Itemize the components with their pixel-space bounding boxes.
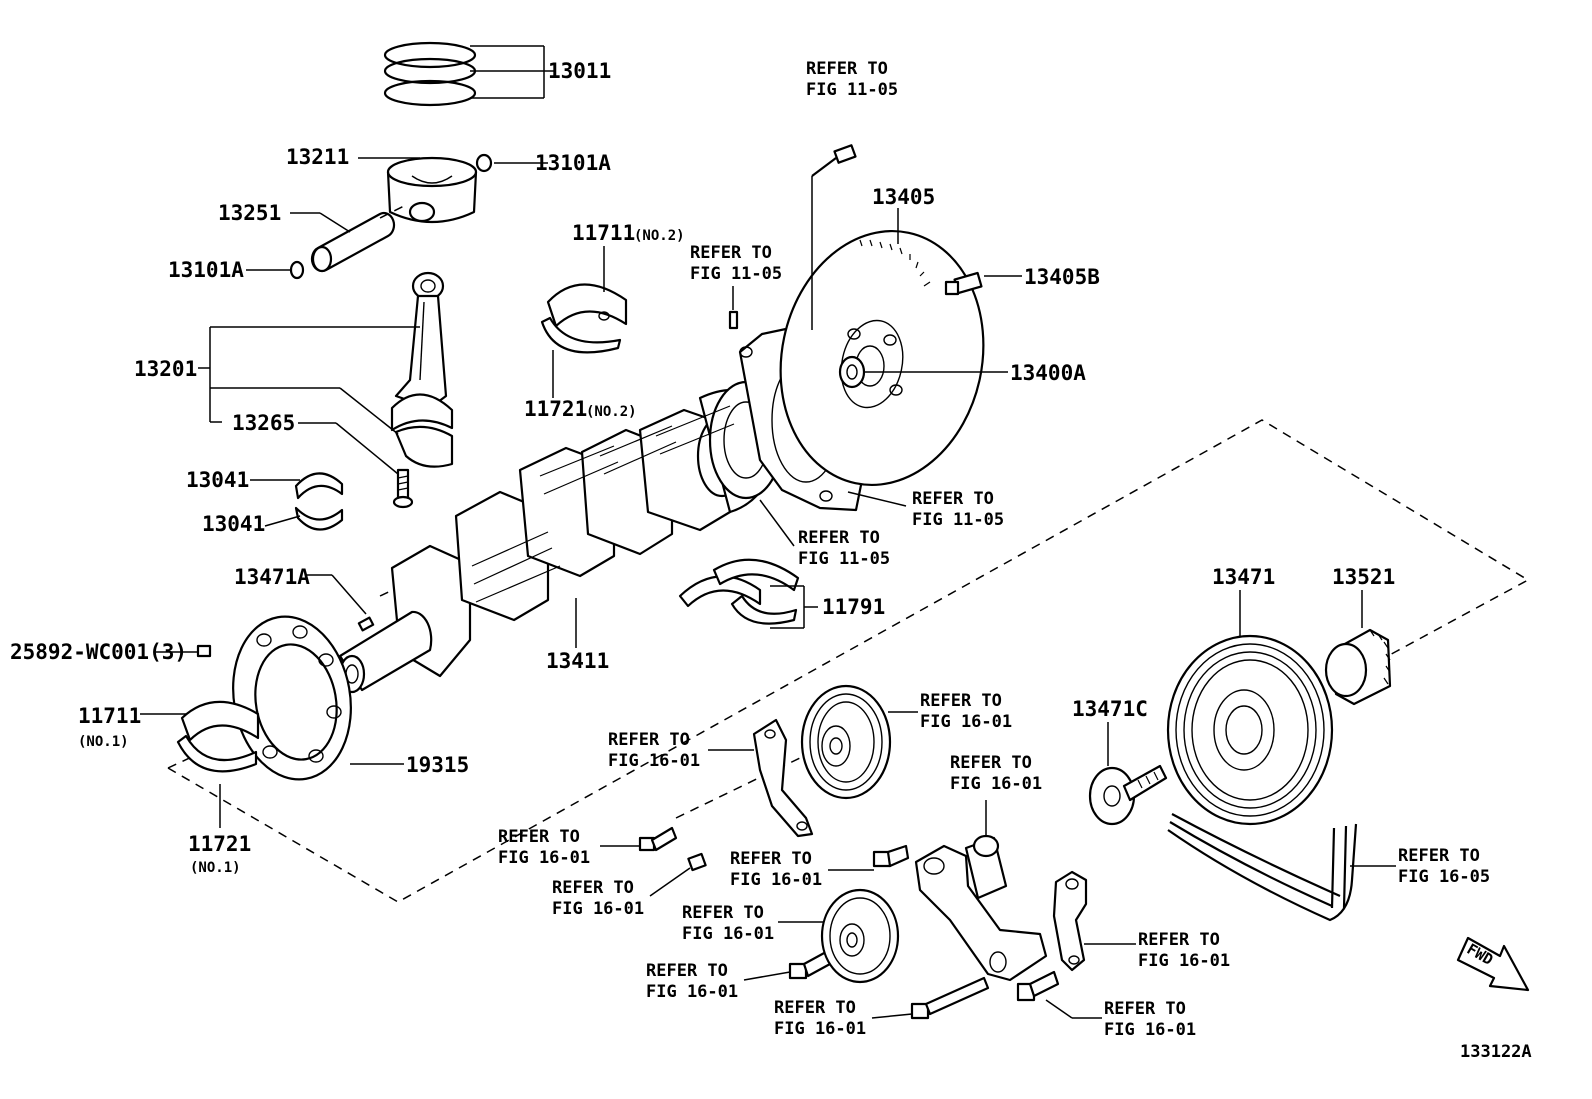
label-13011: 13011 [548,59,611,83]
crank-gear [1324,590,1392,706]
connecting-rod [198,271,454,475]
drive-plate [779,144,985,487]
rod-bolt [392,468,414,509]
label-13101a-top: 13101A [535,151,611,175]
crank-key [306,574,375,632]
label-11791: 11791 [822,595,885,619]
rod-bearings [250,472,344,531]
tensioner-arm [1052,870,1136,972]
label-13405b: 13405B [1024,265,1100,289]
label-13211: 13211 [286,145,349,169]
belt-tensioner [914,800,1048,982]
label-13101a-left: 13101A [168,258,244,282]
label-13521: 13521 [1332,565,1395,589]
label-13400a: 13400A [1010,361,1086,385]
label-11721-no1-sub: (NO.1) [190,860,241,876]
label-11721-no2: 11721 [524,397,587,421]
accessory-bolts [600,826,1102,1020]
label-11711-no1-sub: (NO.1) [78,734,129,750]
idler-bracket [708,718,814,838]
upper-idler-pulley [800,684,918,800]
label-13041-a: 13041 [186,468,249,492]
label-11721-no2-sub: (NO.2) [586,404,637,420]
label-11711-no2: 11711 [572,221,635,245]
label-13471: 13471 [1212,565,1275,589]
pulley-bolt [1088,722,1168,826]
piston-pin [246,205,405,280]
timing-rotor [232,615,404,781]
piston-rings [383,41,556,107]
fwd-arrow [1456,936,1530,992]
label-13265: 13265 [232,411,295,435]
label-13471c: 13471C [1072,697,1148,721]
part-labels: 13011 13211 13101A 13251 13101A 13201 13… [10,59,1532,1062]
label-13471a: 13471A [234,565,310,589]
label-13251: 13251 [218,201,281,225]
drive-plate-bolt [944,271,1022,296]
thrust-washers [678,558,818,629]
figure-id: 133122A [1460,1042,1532,1062]
label-11711-no2-sub: (NO.2) [634,228,685,244]
main-bearing-no1 [140,700,260,828]
label-11711-no1: 11711 [78,704,141,728]
drive-belt [1167,813,1396,922]
label-25892: 25892-WC001(3) [10,640,187,664]
spacer [838,355,1008,389]
label-11721-no1: 11721 [188,832,251,856]
label-13041-b: 13041 [202,512,265,536]
piston [358,153,548,224]
label-19315: 19315 [406,753,469,777]
crank-pulley [1166,590,1334,826]
dowel-pin [728,286,739,330]
label-13405: 13405 [872,185,935,209]
lower-idler-pulley [778,888,900,984]
label-13201: 13201 [134,357,197,381]
main-bearing-no2 [540,246,628,398]
rotor-bolt [156,644,212,658]
crankshaft [338,380,784,694]
label-13411: 13411 [546,649,609,673]
